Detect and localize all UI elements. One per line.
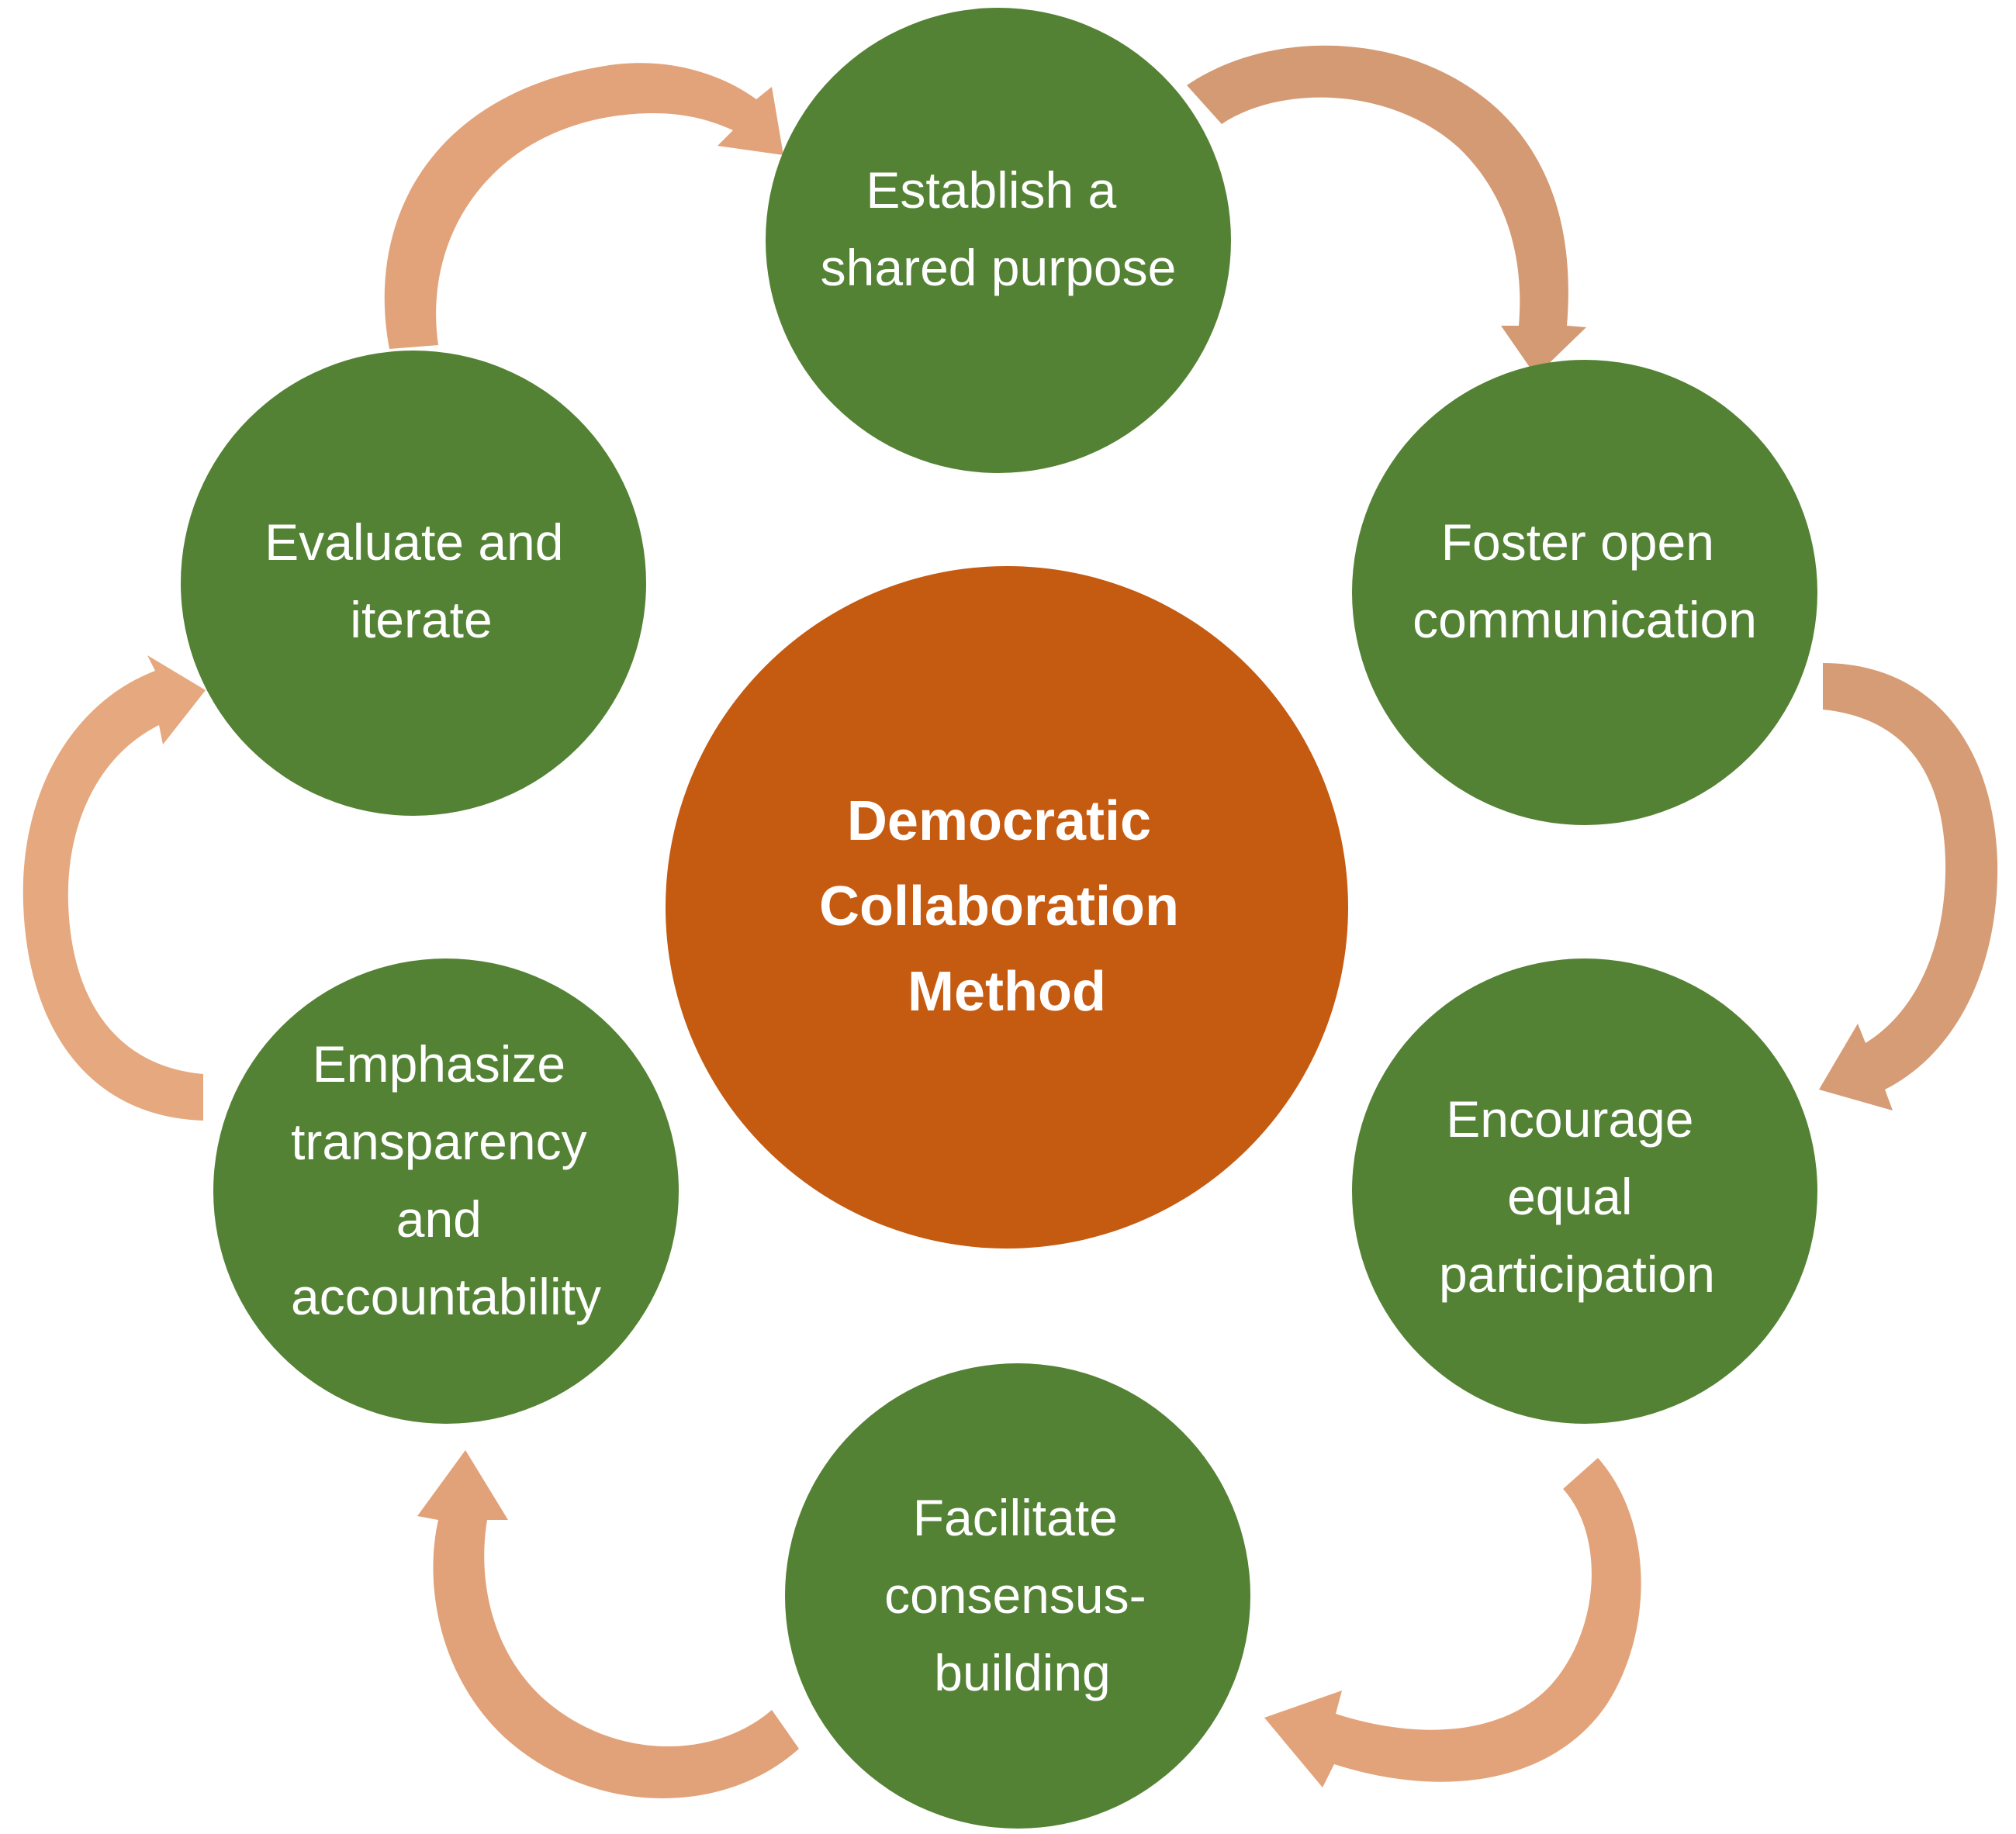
arrow-participation-to-consensus: [1264, 1458, 1641, 1787]
step-label: Encourage equal participation: [1439, 1090, 1715, 1303]
step-node-purpose: Establish a shared purpose: [766, 8, 1231, 473]
step-label: Emphasize transparency and accountabilit…: [291, 1035, 601, 1325]
arrow-transparency-to-evaluate: [22, 655, 206, 1121]
step-circle: [181, 351, 646, 816]
arrow-evaluate-to-purpose: [384, 63, 783, 350]
step-label: Evaluate and iterate: [265, 513, 578, 648]
step-node-participation: Encourage equal participation: [1352, 958, 1817, 1424]
step-label: Facilitate consensus- building: [884, 1489, 1160, 1701]
step-node-evaluate: Evaluate and iterate: [181, 351, 646, 816]
step-label: Foster open communication: [1413, 513, 1757, 648]
step-circle: [1352, 958, 1817, 1424]
cycle-arrows: [22, 45, 1998, 1798]
center-node: Democratic Collaboration Method: [666, 566, 1348, 1249]
step-circle: [766, 8, 1231, 473]
arrow-consensus-to-transparency: [417, 1450, 799, 1798]
arrow-communication-to-participation: [1819, 663, 1998, 1110]
step-circle: [1352, 360, 1817, 825]
center-circle: [666, 566, 1348, 1249]
center-title: Democratic Collaboration Method: [819, 790, 1195, 1023]
step-circle: [213, 958, 679, 1424]
step-node-communication: Foster open communication: [1352, 360, 1817, 825]
step-label: Establish a shared purpose: [821, 161, 1177, 296]
step-node-consensus: Facilitate consensus- building: [785, 1363, 1250, 1829]
step-node-transparency: Emphasize transparency and accountabilit…: [213, 958, 679, 1424]
step-circle: [785, 1363, 1250, 1829]
arrow-purpose-to-communication: [1187, 45, 1586, 377]
